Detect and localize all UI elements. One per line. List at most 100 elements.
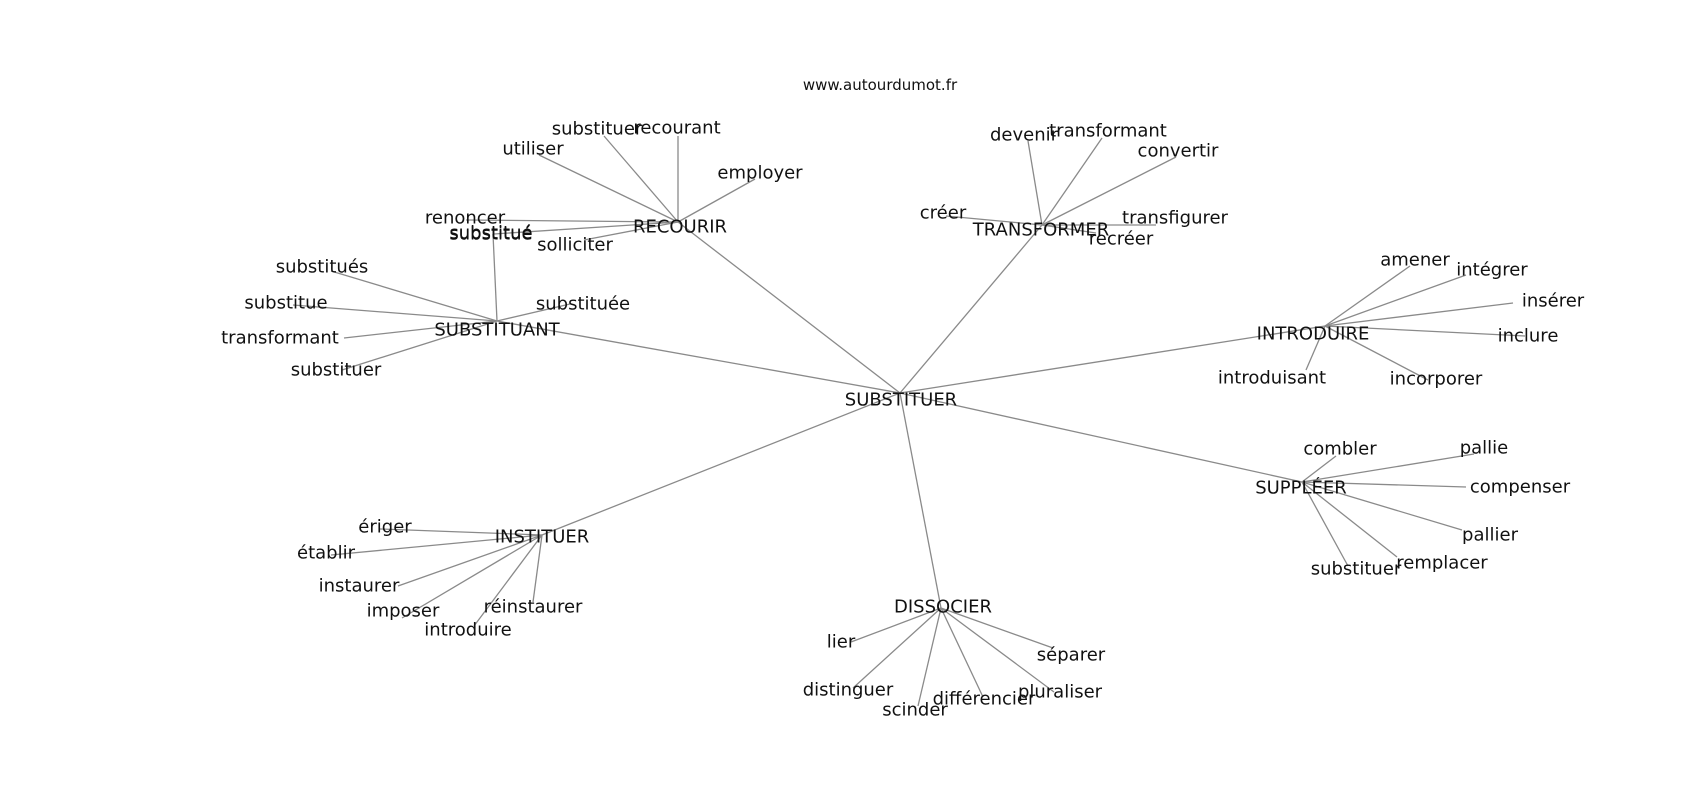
leaf-node-compenser[interactable]: compenser xyxy=(1470,477,1571,498)
leaf-node-eriger[interactable]: ériger xyxy=(358,517,412,538)
edge-recourir-renoncer xyxy=(465,219,679,223)
leaf-node-etablir[interactable]: établir xyxy=(297,543,356,564)
leaf-node-pallie[interactable]: pallie xyxy=(1460,438,1509,459)
leaf-node-instaurer[interactable]: instaurer xyxy=(319,576,400,597)
leaf-node-amener[interactable]: amener xyxy=(1380,250,1450,271)
edge-introduire-integrer xyxy=(1324,274,1467,327)
edge-transformer-creer xyxy=(945,215,1043,226)
edge-dissocier-separer xyxy=(940,607,1054,649)
leaf-node-substituee[interactable]: substituée xyxy=(536,294,630,315)
leaf-node-incorporer[interactable]: incorporer xyxy=(1390,369,1483,390)
hub-node-introduire[interactable]: INTRODUIRE xyxy=(1257,324,1370,345)
leaf-node-transfigurer[interactable]: transfigurer xyxy=(1122,208,1229,229)
leaf-node-substitue[interactable]: substitue xyxy=(244,293,327,314)
leaf-node-convertir[interactable]: convertir xyxy=(1138,141,1220,162)
edge-center-instituer xyxy=(541,392,901,536)
edge-recourir-substituer xyxy=(603,135,679,223)
leaf-node-substituer[interactable]: substituer xyxy=(291,360,382,381)
edge-substituant-transformant xyxy=(343,320,498,339)
edge-transformer-convertir xyxy=(1041,156,1177,226)
edge-substituant-substitue xyxy=(492,233,498,322)
leaf-node-differencier[interactable]: différencier xyxy=(933,689,1036,710)
edge-introduire-inclure xyxy=(1324,325,1526,337)
leaf-node-substitue[interactable]: substitué xyxy=(449,224,532,245)
edge-suppleer-remplacer xyxy=(1301,481,1398,558)
edge-suppleer-combler xyxy=(1301,455,1337,483)
leaf-node-inclure[interactable]: inclure xyxy=(1498,326,1559,347)
leaf-node-substitues[interactable]: substitués xyxy=(276,257,369,278)
leaf-node-remplacer[interactable]: remplacer xyxy=(1396,553,1488,574)
edge-recourir-substitue xyxy=(493,221,679,235)
hub-node-substituant[interactable]: SUBSTITUANT xyxy=(434,320,560,341)
edge-dissocier-pluraliser xyxy=(940,607,1055,693)
leaf-node-transformant[interactable]: transformant xyxy=(221,328,339,349)
leaf-node-separer[interactable]: séparer xyxy=(1037,645,1106,666)
leaf-node-combler[interactable]: combler xyxy=(1303,439,1377,460)
edge-transformer-transformant xyxy=(1041,137,1103,226)
edge-introduire-inserer xyxy=(1324,302,1514,327)
hub-node-transformer[interactable]: TRANSFORMER xyxy=(972,220,1109,241)
edge-introduire-amener xyxy=(1324,265,1411,327)
leaf-node-pluraliser[interactable]: pluraliser xyxy=(1018,682,1103,703)
leaf-node-devenir[interactable]: devenir xyxy=(990,125,1059,146)
leaf-node-integrer[interactable]: intégrer xyxy=(1456,260,1528,281)
edge-center-transformer xyxy=(899,224,1043,394)
leaf-node-imposer[interactable]: imposer xyxy=(367,601,440,622)
leaf-node-transformant[interactable]: transformant xyxy=(1049,121,1167,142)
leaf-node-scinder[interactable]: scinder xyxy=(882,700,948,721)
leaf-node-renoncer[interactable]: renoncer xyxy=(425,208,506,229)
edge-transformer-recreer xyxy=(1041,224,1097,234)
leaf-node-substituer[interactable]: substituer xyxy=(552,119,643,140)
leaf-node-recreer[interactable]: recréer xyxy=(1089,229,1154,250)
center-node[interactable]: SUBSTITUER xyxy=(845,390,957,411)
hub-node-recourir[interactable]: RECOURIR xyxy=(633,217,727,238)
edge-center-introduire xyxy=(899,325,1326,394)
site-watermark[interactable]: www.autourdumot.fr xyxy=(803,76,958,94)
edge-substituant-substituee xyxy=(496,303,571,322)
edge-suppleer-substituer xyxy=(1301,481,1349,567)
hub-node-dissocier[interactable]: DISSOCIER xyxy=(894,597,992,618)
leaf-node-lier[interactable]: lier xyxy=(827,632,856,653)
leaf-node-introduire[interactable]: introduire xyxy=(424,620,511,641)
edge-suppleer-pallier xyxy=(1301,481,1463,531)
edge-instituer-etablir xyxy=(330,534,543,556)
edge-suppleer-compenser xyxy=(1301,481,1467,488)
leaf-node-utiliser[interactable]: utiliser xyxy=(502,139,564,160)
leaf-node-distinguer[interactable]: distinguer xyxy=(803,680,894,701)
edge-dissocier-lier xyxy=(850,607,942,643)
hub-node-suppleer[interactable]: SUPPLÉER xyxy=(1255,477,1347,499)
edge-center-dissocier xyxy=(899,392,942,609)
leaf-node-recourant[interactable]: recourant xyxy=(633,118,720,139)
leaf-node-pallier[interactable]: pallier xyxy=(1462,525,1519,546)
edge-introduire-introduisant xyxy=(1305,325,1326,371)
leaf-node-creer[interactable]: créer xyxy=(920,203,967,224)
leaf-node-substitue[interactable]: substitué xyxy=(449,223,532,244)
hub-node-instituer[interactable]: INSTITUER xyxy=(495,527,590,548)
edge-instituer-eriger xyxy=(379,528,543,536)
graph-edges xyxy=(292,135,1526,707)
edge-instituer-instaurer xyxy=(397,534,543,587)
leaf-node-reinstaurer[interactable]: réinstaurer xyxy=(484,597,583,618)
edge-dissocier-scinder xyxy=(917,607,942,707)
leaf-node-employer[interactable]: employer xyxy=(717,163,803,184)
edge-center-substituant xyxy=(496,320,901,394)
edge-center-suppleer xyxy=(899,392,1303,483)
edge-introduire-incorporer xyxy=(1324,325,1429,381)
leaf-node-solliciter[interactable]: solliciter xyxy=(537,235,613,256)
leaf-node-inserer[interactable]: insérer xyxy=(1522,291,1585,312)
edge-dissocier-differencier xyxy=(940,607,984,698)
edge-substituant-substitues xyxy=(330,270,498,322)
edge-dissocier-distinguer xyxy=(852,607,942,689)
edge-recourir-utiliser xyxy=(538,154,679,223)
edge-suppleer-pallie xyxy=(1301,453,1475,483)
edge-transformer-devenir xyxy=(1027,140,1043,226)
edge-instituer-introduire xyxy=(473,534,543,627)
edge-center-recourir xyxy=(677,221,901,394)
leaf-node-substituer[interactable]: substituer xyxy=(1311,559,1402,580)
leaf-node-introduisant[interactable]: introduisant xyxy=(1218,368,1326,389)
edge-instituer-imposer xyxy=(401,534,543,619)
edge-recourir-employer xyxy=(677,178,756,223)
edge-recourir-solliciter xyxy=(583,221,679,241)
